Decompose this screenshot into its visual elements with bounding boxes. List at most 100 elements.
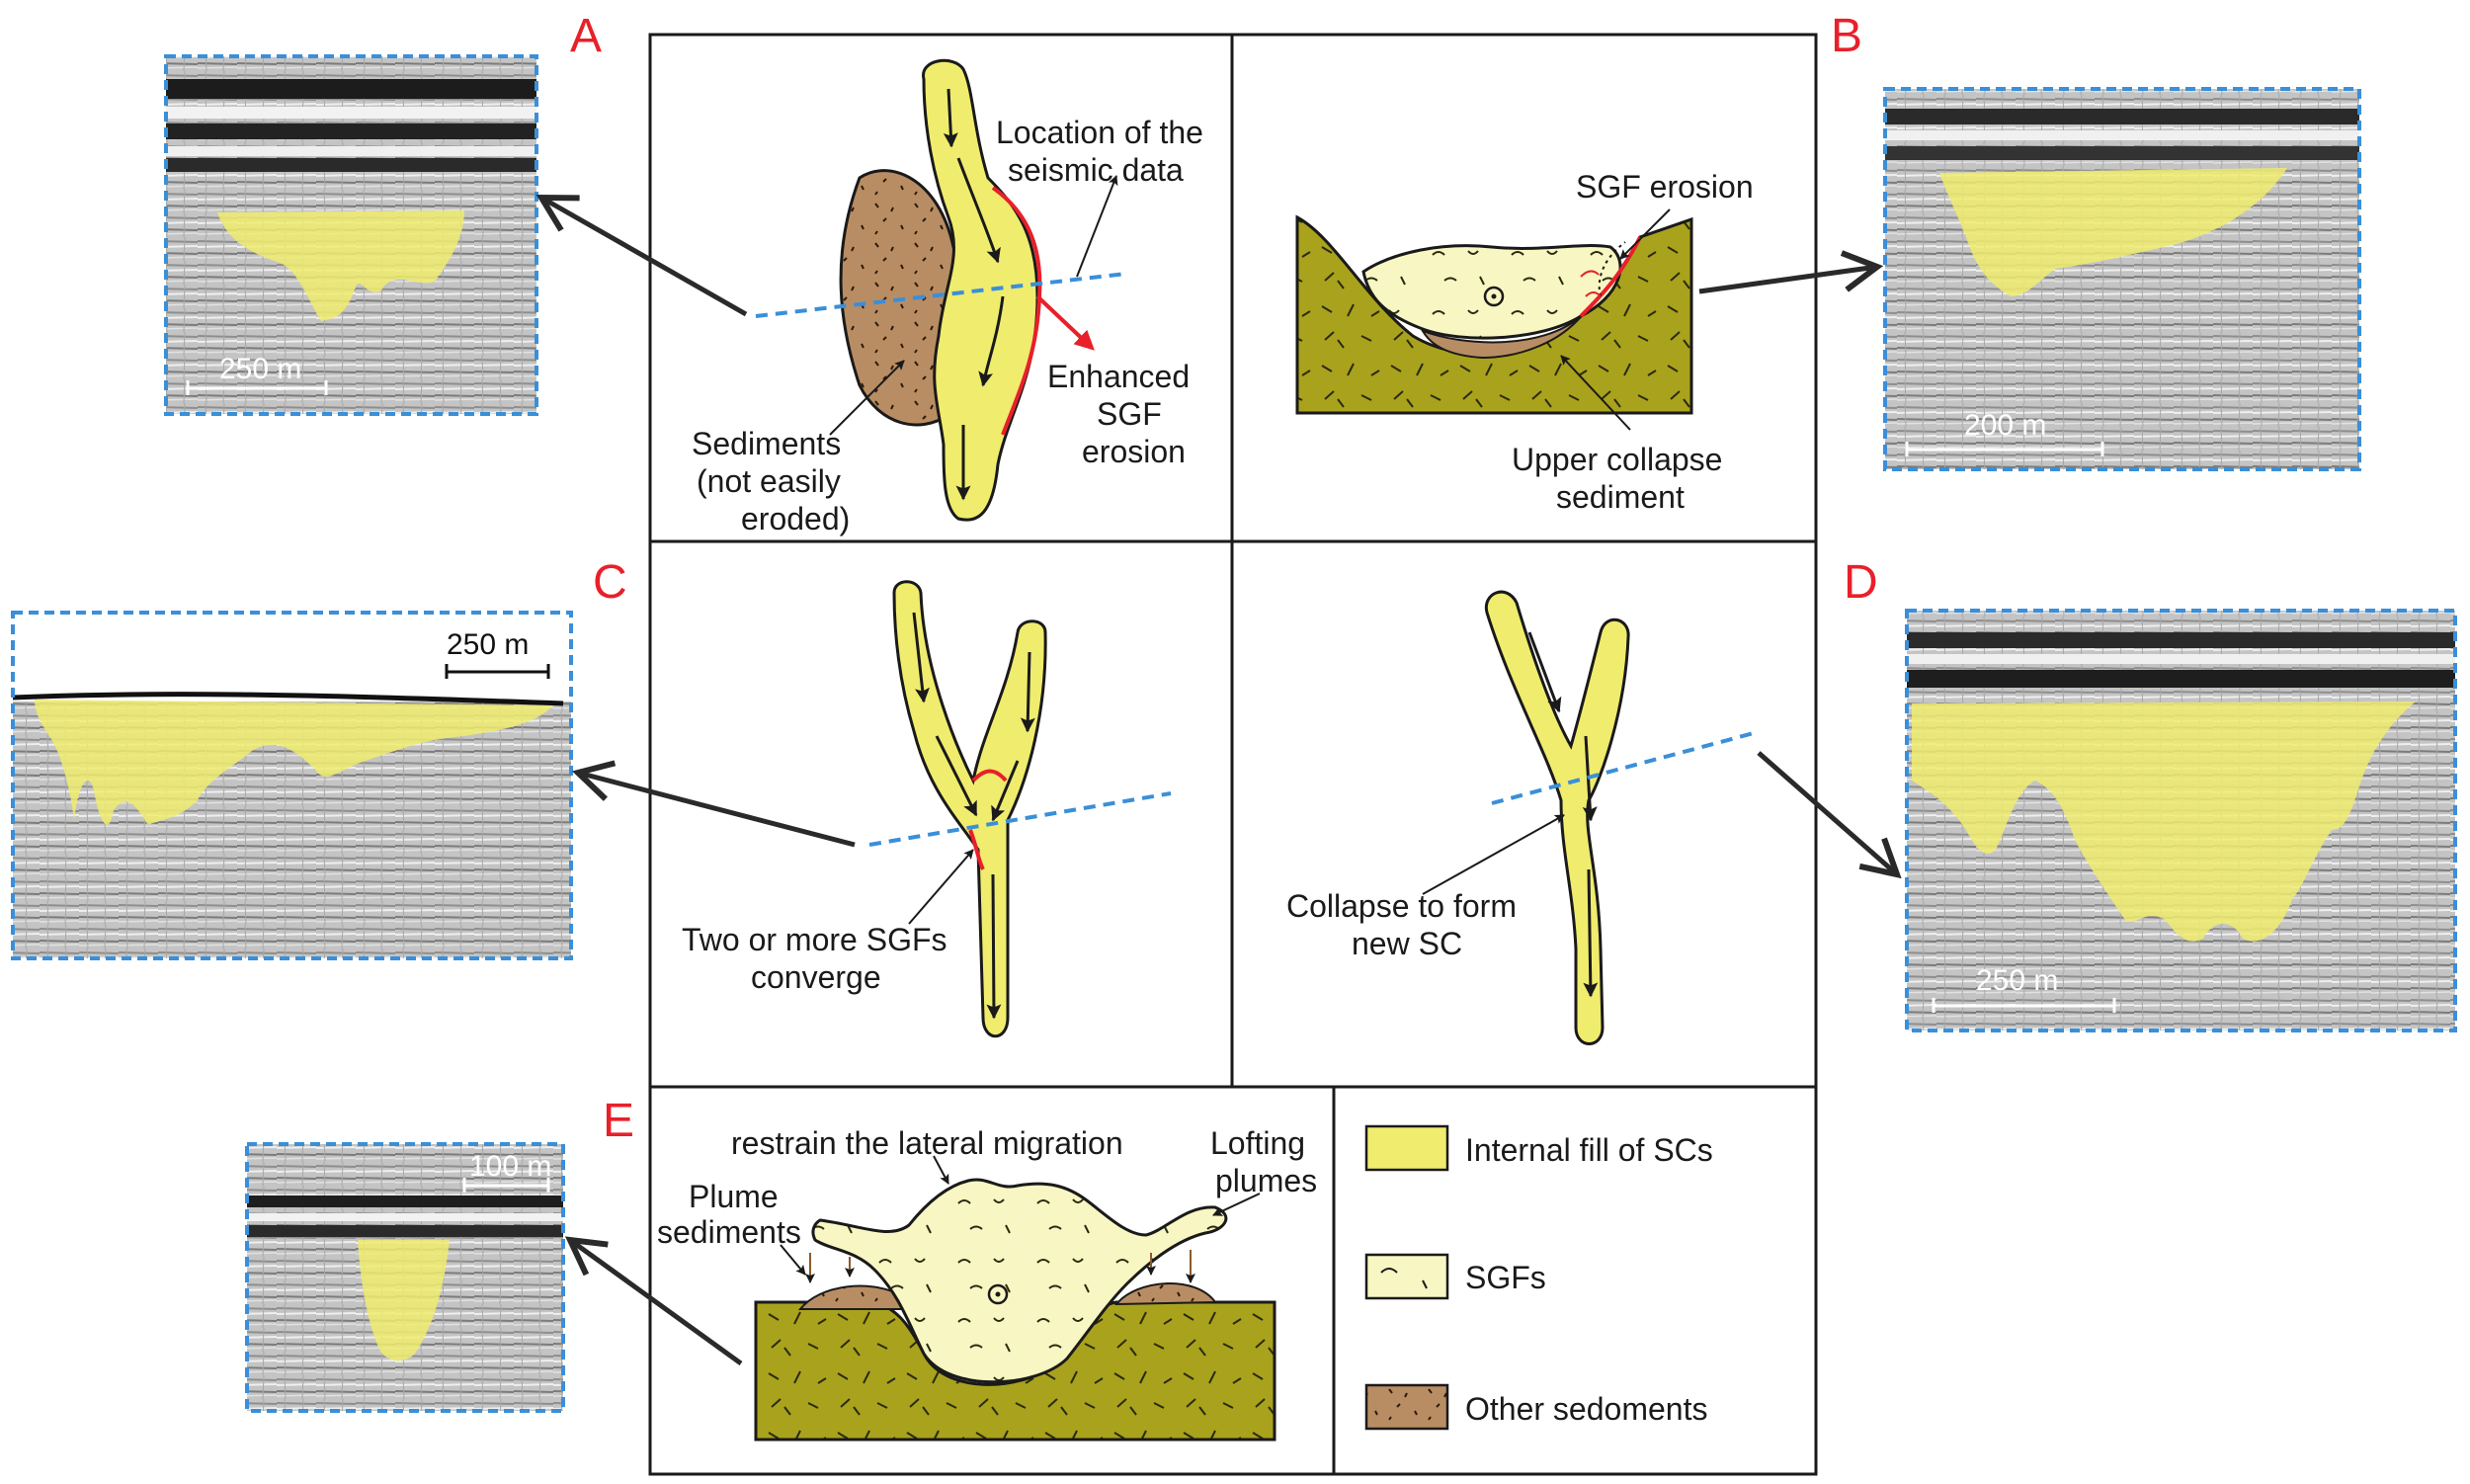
- pointer-upper-collapse: [1560, 355, 1631, 431]
- pointer-collapse: [1422, 814, 1565, 895]
- scale-label-b: 200 m: [1964, 409, 2046, 442]
- label-collapse: Collapse to form new SC: [1286, 888, 1525, 961]
- legend-item-fill: Internal fill of SCs: [1364, 1124, 1713, 1172]
- reflector-a5: [166, 158, 536, 172]
- central-grid: [648, 33, 1818, 1476]
- flow-arrow-c5: [986, 873, 1002, 1020]
- reflector-d1: [1907, 632, 2455, 648]
- panel-letter-d: D: [1844, 556, 1878, 609]
- inset-frame-c: [11, 611, 573, 960]
- pointer-location: [1076, 175, 1118, 278]
- seismic-inset-c: 250 m: [11, 611, 573, 960]
- pointer-sgf-erosion: [1619, 208, 1671, 260]
- inset-connectors: [535, 194, 1902, 1366]
- reflector-b1: [1885, 109, 2359, 124]
- legend-item-sgf: SGFs: [1364, 1253, 1546, 1300]
- seismic-inset-d: 250 m: [1905, 609, 2457, 1032]
- reflector-e3: [247, 1225, 563, 1237]
- flow-arrow-c2: [935, 735, 978, 817]
- scale-label-e: 100 m: [469, 1150, 551, 1183]
- label-converge: Two or more SGFs converge: [682, 922, 955, 995]
- erosion-arrows-b: [1580, 270, 1602, 297]
- panel-d-diagram: Collapse to form new SC: [1286, 590, 1755, 1045]
- connector-e: [564, 1236, 743, 1366]
- reflector-d2: [1907, 654, 2455, 664]
- pointer-plume-sed: [780, 1244, 806, 1276]
- sgf-body-b: [1361, 244, 1622, 340]
- label-lofting: Lofting plumes: [1210, 1125, 1317, 1198]
- enhanced-erosion-arrow: [1035, 294, 1095, 351]
- reflector-a2: [166, 107, 536, 119]
- scale-label-c: 250 m: [447, 628, 529, 661]
- panel-a-diagram: Location of the seismic data Enhanced SG…: [692, 58, 1212, 536]
- panel-letters: A B C D E: [570, 10, 1878, 1147]
- label-plume-sed: Plume sediments: [657, 1179, 801, 1250]
- flow-out-of-page-dot-e: [995, 1291, 1001, 1297]
- reflector-a4: [166, 146, 536, 156]
- erosion-edge-b: [1579, 236, 1642, 318]
- flow-arrow-a1: [943, 88, 958, 148]
- pointer-sediments: [829, 360, 905, 436]
- seismic-inset-a: 250 m: [164, 54, 538, 416]
- flow-arrow-a2: [956, 157, 1001, 264]
- scale-label-a: 250 m: [219, 353, 301, 385]
- legend: Internal fill of SCs SGFs Other sedoment…: [1364, 1124, 1713, 1431]
- connector-a: [535, 194, 748, 317]
- legend-swatch-fill: [1364, 1124, 1449, 1172]
- inset-frame-e: [245, 1142, 565, 1413]
- legend-swatch-other: [1364, 1383, 1449, 1431]
- panel-c-diagram: Two or more SGFs converge: [682, 580, 1172, 1038]
- label-location: Location of the seismic data: [996, 115, 1212, 188]
- flow-out-of-page-icon: [1483, 286, 1505, 307]
- flow-arrow-c3: [1020, 651, 1035, 733]
- legend-item-other: Other sedoments: [1364, 1383, 1707, 1431]
- reflector-e2: [247, 1213, 563, 1221]
- collapse-sediment-b: [1420, 315, 1582, 360]
- inset-frame-d: [1905, 609, 2457, 1032]
- label-restrain: restrain the lateral migration: [731, 1125, 1123, 1161]
- channel-fill-inset-d: [1912, 701, 2416, 942]
- scale-label-d: 250 m: [1976, 964, 2058, 997]
- panel-b-diagram: SGF erosion Upper collapse sediment: [1295, 169, 1754, 515]
- panel-e-diagram: restrain the lateral migration Lofting p…: [657, 1125, 1317, 1442]
- flow-arrow-a3: [978, 295, 1005, 387]
- erosion-left-c: [968, 829, 985, 870]
- label-enhanced: Enhanced SGF erosion: [1047, 359, 1198, 469]
- seafloor-c: [12, 692, 564, 706]
- reflector-a3: [166, 124, 536, 139]
- seismic-inset-e: 100 m: [245, 1142, 565, 1413]
- legend-swatch-sgf: [1364, 1253, 1449, 1300]
- inset-frame-b: [1883, 87, 2361, 471]
- reflector-e1: [247, 1195, 563, 1207]
- flow-arrow-c1: [912, 612, 930, 703]
- connector-b: [1698, 250, 1884, 294]
- flow-out-of-page-dot: [1491, 293, 1497, 299]
- connector-d: [1757, 751, 1902, 879]
- seismic-image-b: [1885, 89, 2359, 469]
- channel-fill-inset-c: [35, 700, 553, 825]
- sgf-body-e: [811, 1178, 1228, 1384]
- reflector-d3: [1907, 670, 2455, 688]
- label-upper-collapse: Upper collapse sediment: [1512, 442, 1731, 515]
- seismic-inset-b: 200 m: [1883, 87, 2361, 471]
- legend-label-other: Other sedoments: [1465, 1391, 1707, 1427]
- label-sgf-erosion: SGF erosion: [1576, 169, 1754, 205]
- seismic-line-d: [1491, 731, 1755, 805]
- connector-c: [572, 760, 856, 848]
- legend-label-fill: Internal fill of SCs: [1465, 1132, 1713, 1168]
- reflector-b3: [1885, 146, 2359, 160]
- panel-letter-b: B: [1831, 10, 1862, 62]
- panel-letter-e: E: [603, 1095, 634, 1147]
- panel-letter-a: A: [570, 10, 602, 62]
- erosion-dotted-b: [1598, 241, 1626, 297]
- legend-label-sgf: SGFs: [1465, 1260, 1546, 1295]
- pointer-lofting: [1212, 1193, 1261, 1216]
- seismic-line-c: [868, 791, 1172, 847]
- flow-out-of-page-icon-e: [987, 1283, 1009, 1305]
- pointer-converge: [908, 849, 974, 925]
- pointer-restrain: [933, 1155, 949, 1185]
- panel-letter-c: C: [593, 556, 627, 609]
- plume-sediment-right: [1113, 1282, 1217, 1306]
- seismic-line-a: [755, 272, 1127, 318]
